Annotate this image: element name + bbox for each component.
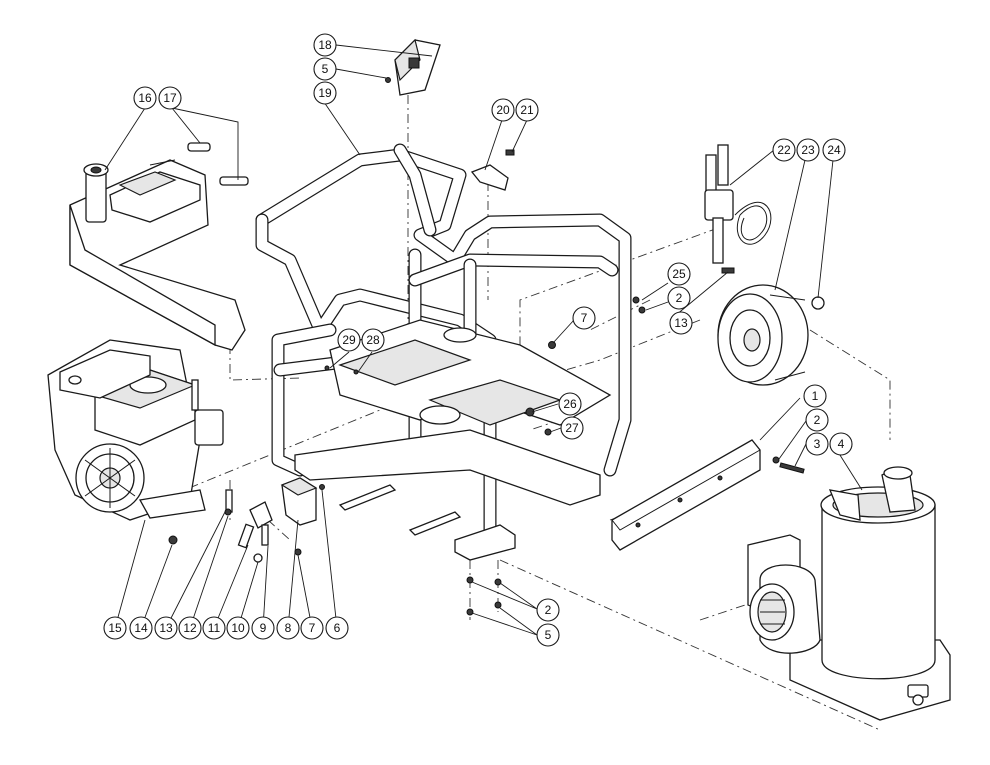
callout-label: 9 (260, 621, 267, 635)
callout-label: 19 (318, 86, 332, 100)
callout-c9: 9 (251, 616, 275, 640)
callout-label: 27 (565, 421, 579, 435)
callout-label: 25 (672, 267, 686, 281)
callout-c2a: 2 (667, 286, 691, 310)
callout-c25: 25 (667, 262, 691, 286)
callout-c28: 28 (361, 328, 385, 352)
callout-c11: 11 (202, 616, 226, 640)
valve-assembly (704, 144, 772, 274)
leader-lines (104, 44, 863, 636)
fuel-tank (69, 159, 246, 351)
callout-label: 14 (134, 621, 148, 635)
callout-label: 13 (159, 621, 173, 635)
callout-c16: 16 (133, 86, 157, 110)
callout-c23: 23 (796, 138, 820, 162)
callout-c4: 4 (829, 432, 853, 456)
callout-c19: 19 (313, 81, 337, 105)
callout-label: 2 (814, 413, 821, 427)
callout-c7a: 7 (572, 306, 596, 330)
burner-assembly (747, 466, 951, 721)
callout-c3: 3 (805, 432, 829, 456)
callout-label: 17 (163, 91, 177, 105)
callout-label: 7 (309, 621, 316, 635)
callout-label: 18 (318, 38, 332, 52)
callout-label: 4 (838, 437, 845, 451)
callout-c21: 21 (515, 98, 539, 122)
callout-label: 13 (674, 316, 688, 330)
callout-label: 8 (285, 621, 292, 635)
callout-c2c: 2 (536, 598, 560, 622)
callout-c1: 1 (803, 384, 827, 408)
callout-c15: 15 (103, 616, 127, 640)
callout-c5b: 5 (536, 623, 560, 647)
callout-c14: 14 (129, 616, 153, 640)
callout-c12: 12 (178, 616, 202, 640)
callout-c7b: 7 (300, 616, 324, 640)
fittings (237, 501, 273, 563)
callout-c13a: 13 (669, 311, 693, 335)
callout-label: 24 (827, 143, 841, 157)
callout-label: 6 (334, 621, 341, 635)
engine-bracket (280, 477, 318, 526)
callout-label: 5 (322, 62, 329, 76)
callout-label: 11 (208, 621, 221, 635)
callout-label: 21 (520, 103, 534, 117)
callout-c8: 8 (276, 616, 300, 640)
callout-label: 5 (545, 628, 552, 642)
bracket-20 (470, 149, 515, 191)
callout-label: 2 (676, 291, 683, 305)
callout-c5a: 5 (313, 57, 337, 81)
callout-c18: 18 (313, 33, 337, 57)
callout-c17: 17 (158, 86, 182, 110)
callout-c24: 24 (822, 138, 846, 162)
callout-label: 2 (545, 603, 552, 617)
callout-label: 22 (777, 143, 791, 157)
callout-c29: 29 (337, 328, 361, 352)
rail (611, 439, 761, 551)
callout-c13b: 13 (154, 616, 178, 640)
callout-label: 16 (138, 91, 152, 105)
callout-label: 3 (814, 437, 821, 451)
callout-label: 15 (108, 621, 122, 635)
callout-c10: 10 (226, 616, 250, 640)
callout-label: 28 (366, 333, 380, 347)
callout-label: 20 (496, 103, 510, 117)
callout-c22: 22 (772, 138, 796, 162)
callout-c27: 27 (560, 416, 584, 440)
callout-label: 23 (801, 143, 815, 157)
callout-c26: 26 (558, 392, 582, 416)
callout-label: 12 (183, 621, 197, 635)
callout-c2b: 2 (805, 408, 829, 432)
callout-label: 26 (563, 397, 577, 411)
frame-base-plate (294, 319, 612, 561)
callout-label: 7 (581, 311, 588, 325)
callout-label: 29 (342, 333, 356, 347)
callout-label: 10 (231, 621, 245, 635)
fuel-fitting (187, 142, 249, 186)
callout-c20: 20 (491, 98, 515, 122)
wheel (717, 284, 825, 386)
engine (47, 339, 224, 521)
panel-bracket (385, 38, 441, 96)
callout-c6: 6 (325, 616, 349, 640)
callout-label: 1 (812, 389, 819, 403)
